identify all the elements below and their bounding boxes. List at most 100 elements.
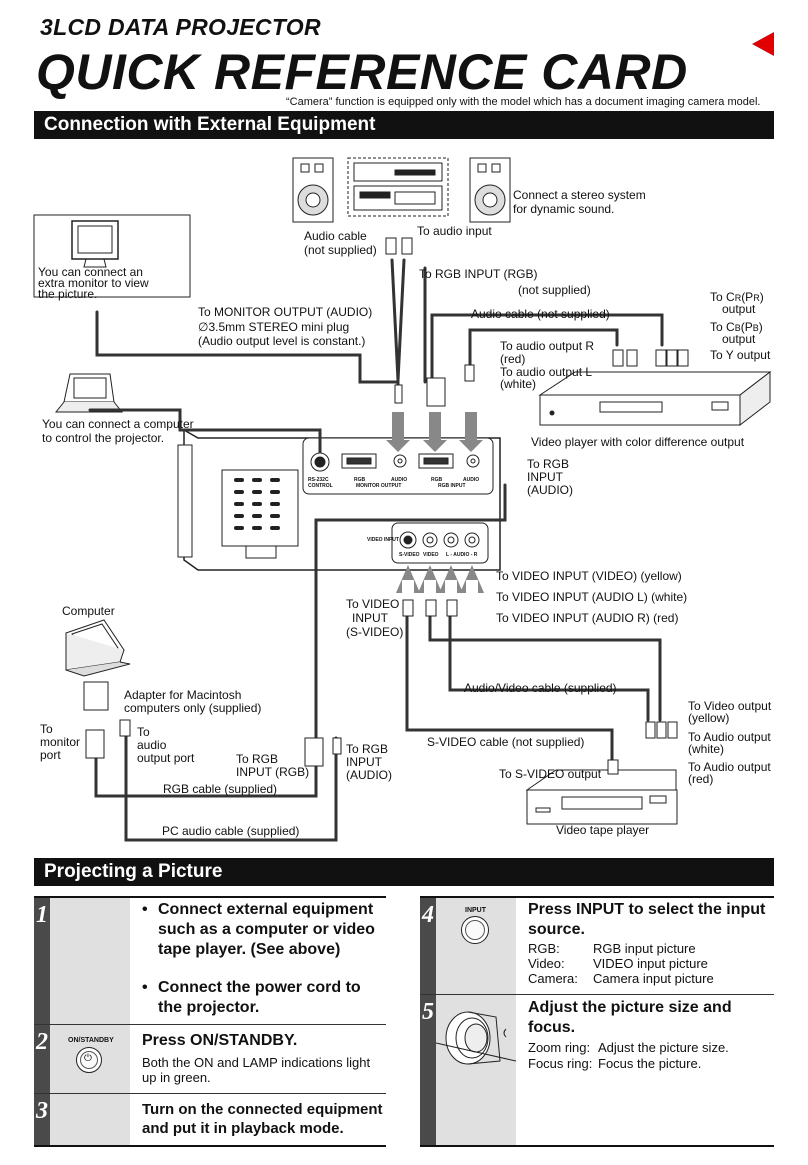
panel-audio-label: AUDIO [391,477,408,483]
step-4-row-2-key: Video: [528,956,565,971]
to-rgb-input-rgb-lower-1: To RGB [236,752,279,766]
panel-video-input-label: VIDEO INPUT [367,537,399,543]
panel-rs232c-1: RS-232C [308,477,329,483]
to-video-output-1: To Video output [688,699,772,713]
to-svideo-input-1: To VIDEO [346,597,400,611]
to-video-input-yellow-label: To VIDEO INPUT (VIDEO) (yellow) [496,569,682,583]
panel-audio2-label: AUDIO [463,477,480,483]
to-rgb-input-audio-right-3: (AUDIO) [527,483,573,497]
to-video-input-red-label: To VIDEO INPUT (AUDIO R) (red) [496,611,679,625]
to-rgb-input-audio-lower-3: (AUDIO) [346,768,392,782]
mac-adapter-label-1: Adapter for Macintosh [124,688,242,702]
stereo-system-icon [347,157,449,217]
to-svideo-input-3: (S-VIDEO) [346,625,404,639]
to-audio-output-l-color: (white) [500,377,537,391]
connection-diagram-drawing [33,157,772,842]
panel-rgb-label: RGB [354,477,366,483]
to-audio-input-label: To audio input [417,224,492,238]
to-audio-output-white-2: (white) [688,742,725,756]
to-cb-output-label: To CB(PB) [710,321,763,335]
to-rgb-input-audio-right-1: To RGB [527,457,570,471]
to-cb-pb-sub: B [752,323,759,333]
to-cr-p: (P [741,290,754,304]
not-supplied-label: (not supplied) [518,283,591,297]
step-3-illustration [50,1094,130,1146]
projecting-section-heading: Projecting a Picture [34,858,774,886]
to-audio-port-2: audio [137,738,167,752]
step-3-rule [34,1093,386,1094]
to-audio-port-3: output port [137,751,195,765]
to-svideo-output-label: To S-VIDEO output [499,767,602,781]
audio-cable-label-2: (not supplied) [304,243,377,257]
panel-rgb-input-label: RGB INPUT [438,483,466,489]
to-cr-output-label: To CR(PR) [710,291,764,305]
video-tape-player-caption: Video tape player [556,823,650,837]
to-rgb-input-audio-right-2: INPUT [527,470,563,484]
step-1-bullet-2: Connect the power cord to the projector. [158,979,361,1016]
input-button[interactable] [461,916,489,944]
page-tab-marker-icon[interactable] [752,32,774,56]
monitor-note-line-2: extra monitor to view [38,276,149,290]
to-y-output-label: To Y output [710,348,771,362]
to-audio-output-red-1: To Audio output [688,760,771,774]
power-icon: ⏻ [84,1053,92,1064]
step-4-illustration [436,898,516,994]
step-4-heading: Press INPUT to select the input source. [528,901,766,938]
step-4-number: 4 [420,898,436,994]
to-audio-output-r-color: (red) [500,352,526,366]
to-cr-sub: R [734,293,742,303]
step-4-row-1-key: RGB: [528,941,560,956]
computer-laptop-icon [65,619,131,677]
svideo-cable-label: S-VIDEO cable (not supplied) [427,735,585,749]
to-cr-pr-sub: R [753,293,760,303]
to-cb-output-word: output [722,332,756,346]
step-1-bullet-2-marker: • [142,979,148,996]
av-cable-label: Audio/Video cable (supplied) [464,681,617,695]
on-standby-button[interactable] [76,1047,102,1073]
to-svideo-input-2: INPUT [352,611,388,625]
step-2-heading: Press ON/STANDBY. [142,1032,298,1049]
step-1-illustration [50,898,130,1024]
monitor-note-line-3: the picture. [38,287,98,301]
pc-audio-cable-label: PC audio cable (supplied) [162,824,300,838]
step-3-number: 3 [34,1094,50,1146]
to-monitor-port-1: To [40,722,53,736]
right-column-top-rule [420,896,774,898]
document-subtitle: 3LCD DATA PROJECTOR [40,14,321,40]
to-monitor-port-3: port [40,748,61,762]
document-title: QUICK REFERENCE CARD [36,44,688,100]
computer-label: Computer [62,604,115,618]
monitor-output-label-2: ∅3.5mm STEREO mini plug [198,320,350,334]
step-3-heading: Turn on the connected equipment and put … [142,1101,383,1137]
step-5-heading: Adjust the picture size and focus. [528,999,732,1036]
connection-diagram: Connect a stereo system for dynamic soun… [0,140,808,850]
to-rgb-input-audio-lower-1: To RGB [346,742,389,756]
color-difference-video-player-icon [538,370,772,427]
control-laptop-icon [54,373,124,413]
panel-monitor-output-label: MONITOR OUTPUT [356,483,402,489]
step-5-row-1-key: Zoom ring: [528,1040,591,1055]
to-audio-port-1: To [137,725,150,739]
panel-svideo-label: S-VIDEO [399,552,420,558]
mac-adapter-label-2: computers only (supplied) [124,701,262,715]
monitor-icon [71,220,119,268]
monitor-output-label-1: To MONITOR OUTPUT (AUDIO) [198,305,373,319]
panel-rs232c-2: CONTROL [308,483,333,489]
connection-section-heading: Connection with External Equipment [34,111,774,139]
monitor-note-line-1: You can connect an [38,265,143,279]
input-caption: INPUT [465,907,486,914]
projector-body-drawing [177,428,501,571]
audio-cable-not-supplied-label: Audio cable (not supplied) [471,307,610,321]
monitor-output-label-3: (Audio output level is constant.) [198,334,366,348]
lens-zoom-focus-icon [436,1011,517,1065]
step-2-text: Both the ON and LAMP indications light u… [142,1055,371,1085]
step-2-rule [34,1024,386,1025]
step-5-row-1-value: Adjust the picture size. [598,1040,729,1055]
step-5-row-2-key: Focus ring: [528,1056,593,1071]
to-cr-output-word: output [722,302,756,316]
to-audio-output-r-label: To audio output R [500,339,595,353]
step-5-row-2-value: Focus the picture. [598,1056,702,1071]
step-1-number: 1 [34,898,50,1024]
to-cb-close: ) [758,320,763,334]
step-5-number: 5 [420,995,436,1145]
